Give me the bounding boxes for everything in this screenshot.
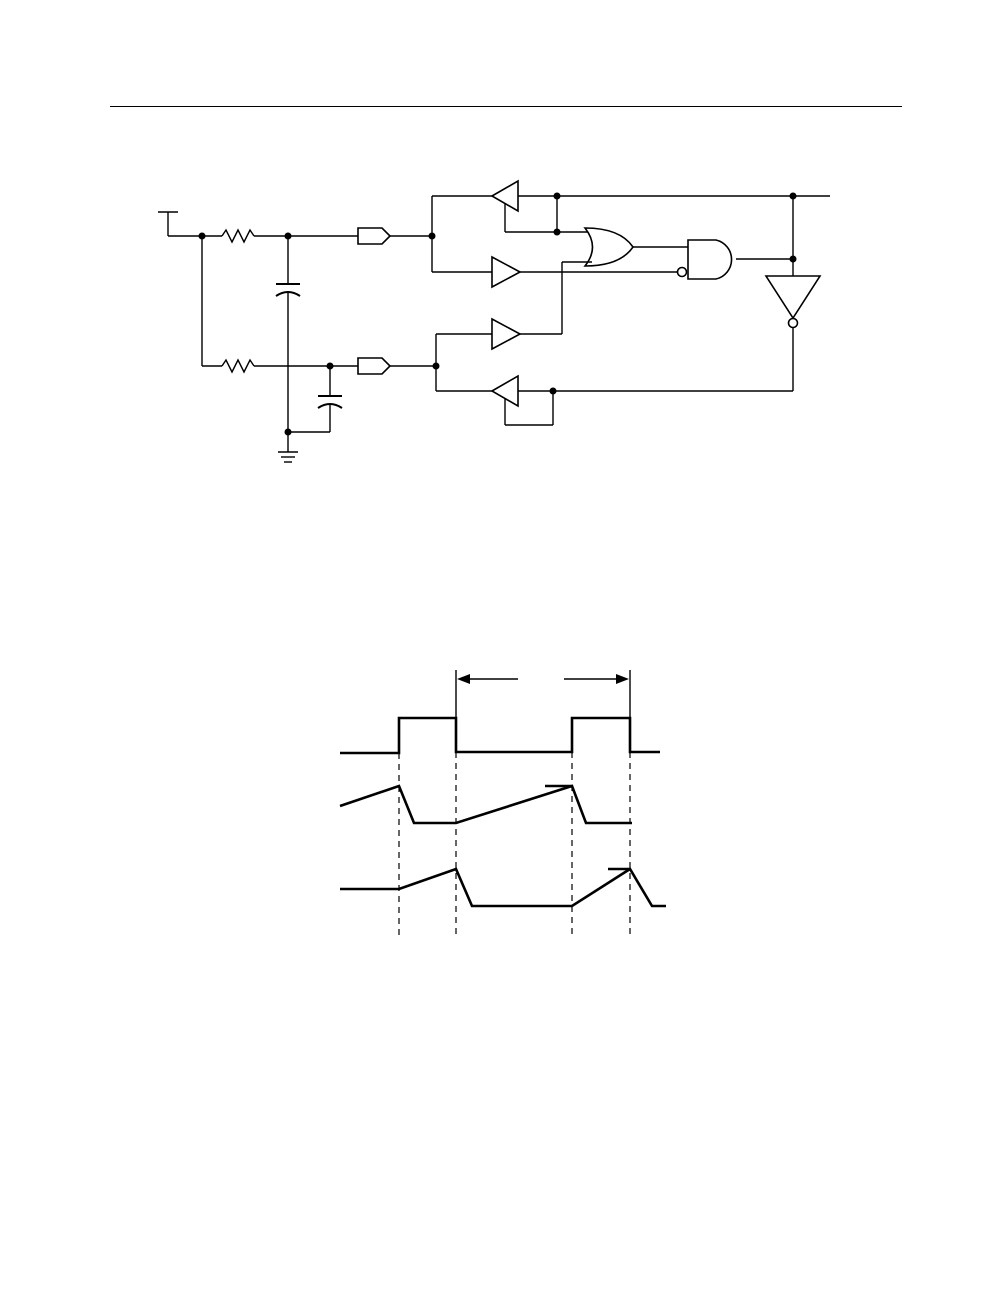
buffer-forward-bottom xyxy=(492,319,520,349)
buffer-forward-top xyxy=(492,257,520,287)
input-terminal xyxy=(158,212,202,236)
capacitor-1 xyxy=(276,236,300,432)
capacitor-2 xyxy=(288,366,342,432)
inverting-bubble xyxy=(678,268,687,277)
input-buffer-bottom xyxy=(358,358,390,374)
or-gate xyxy=(585,228,633,266)
ground-symbol xyxy=(278,432,298,462)
resistor-top xyxy=(222,230,254,242)
inverter xyxy=(766,276,820,318)
and-gate xyxy=(688,240,732,279)
inverter-bubble xyxy=(789,319,798,328)
resistor-bottom xyxy=(222,360,254,372)
input-buffer-top xyxy=(358,228,390,244)
